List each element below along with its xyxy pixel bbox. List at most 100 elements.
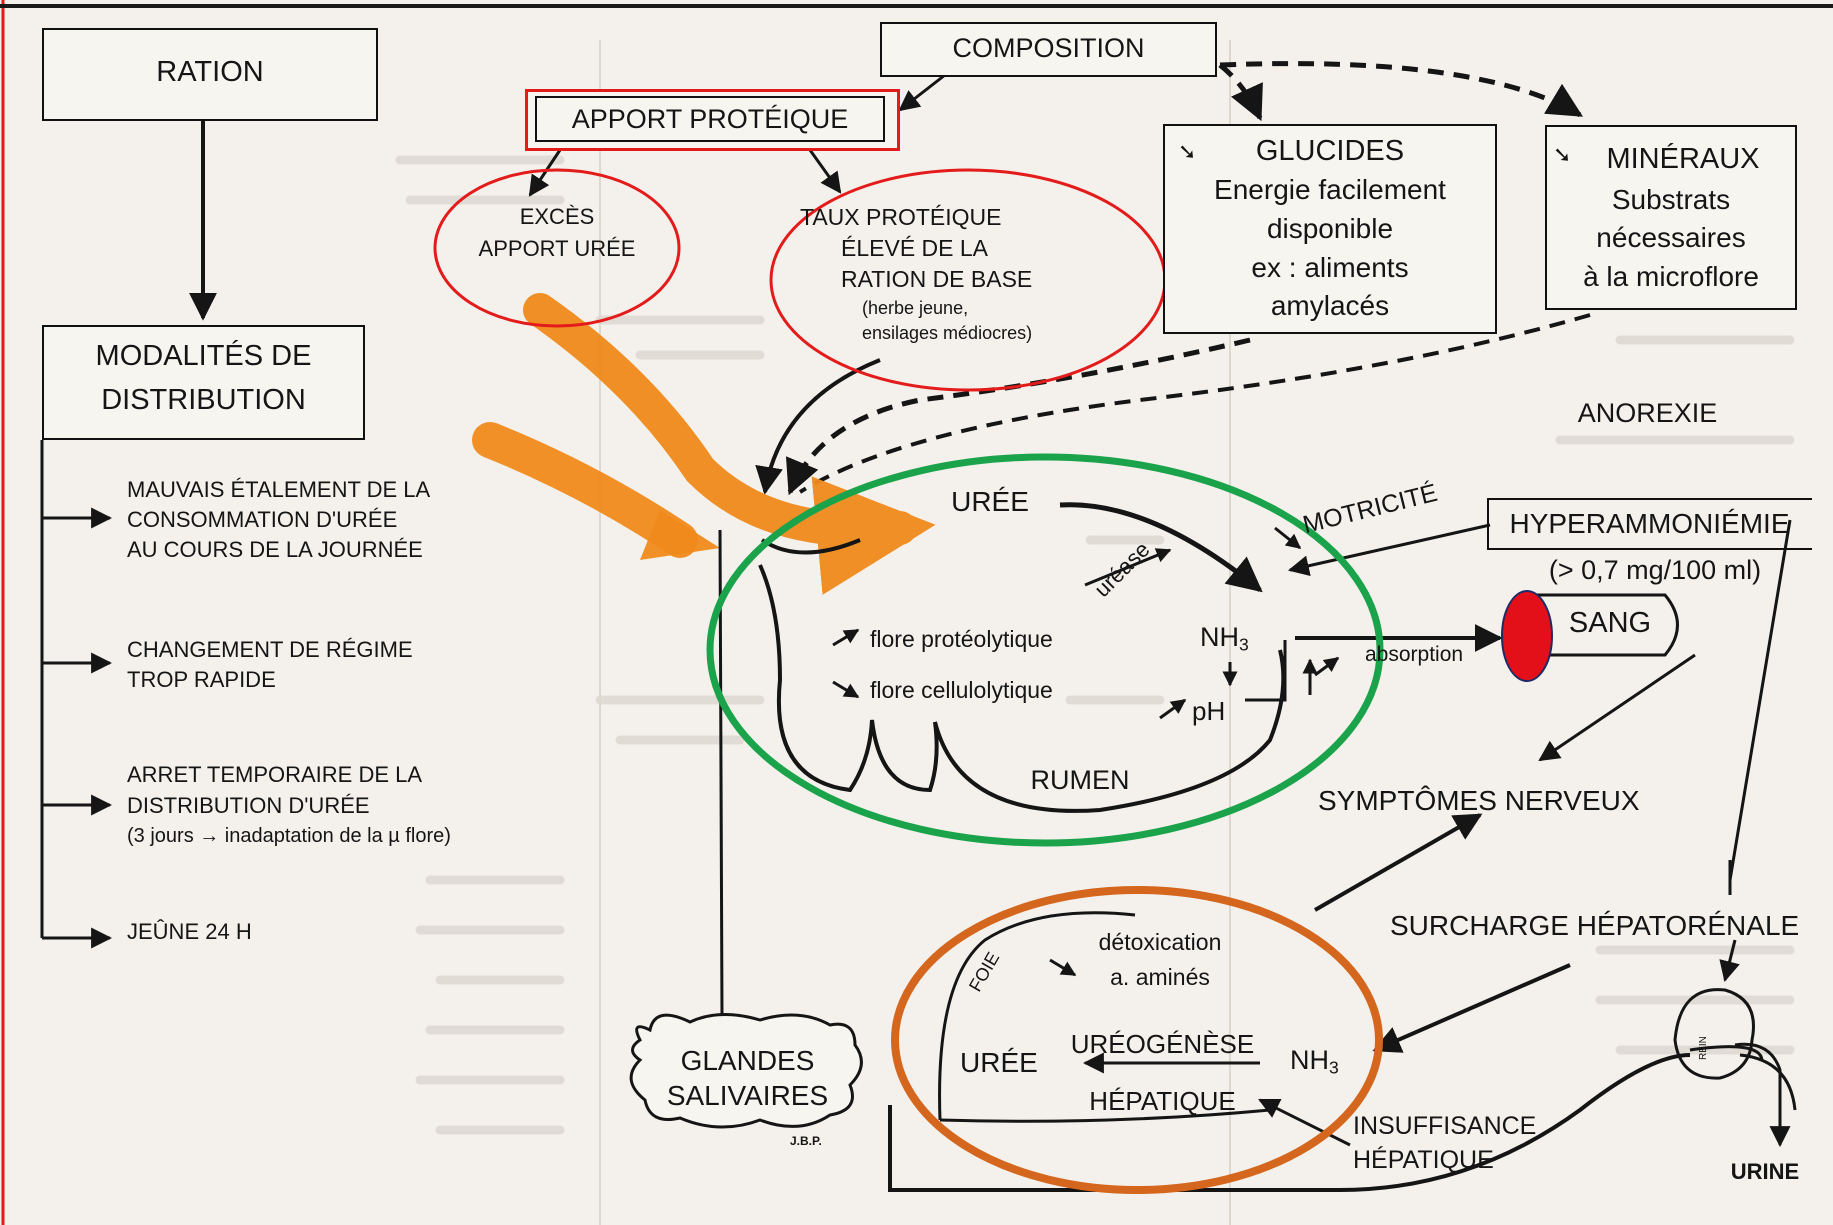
detox-line1: détoxication	[1098, 929, 1222, 955]
orange-arrow-modalites	[472, 422, 698, 558]
orange-arrow-exces	[523, 293, 936, 595]
surcharge-label: SURCHARGE HÉPATORÉNALE	[1390, 910, 1800, 941]
arrow-surcharge-rein	[1719, 939, 1740, 983]
mineraux-line1: Substrats	[1611, 184, 1731, 215]
arrow-composition-apport	[898, 73, 946, 112]
absorption-label: absorption	[1365, 643, 1464, 666]
composition-label: COMPOSITION	[952, 33, 1145, 63]
hyperammoniemie-box	[1487, 498, 1812, 550]
mineraux-box	[1545, 125, 1797, 310]
dashed-composition-glucides	[1218, 63, 1263, 122]
glucides-box	[1163, 124, 1497, 334]
flore-proteolytique-label: flore protéolytique	[870, 626, 1053, 652]
taux-label-line4: (herbe jeune,	[862, 298, 969, 318]
uree-foie-label: URÉE	[960, 1047, 1038, 1078]
highlight-rumen	[706, 453, 1384, 847]
glucides-line4: amylacés	[1270, 290, 1390, 321]
dashed-mineraux-rumen	[798, 313, 1591, 494]
nh3-foie-text: NH	[1290, 1045, 1329, 1075]
sang-pill	[1523, 593, 1679, 657]
arrow-rein-urine	[1734, 1042, 1791, 1148]
taux-label-line5: ensilages médiocres)	[862, 323, 1033, 343]
highlight-foie	[891, 886, 1383, 1194]
item1-line2: CONSOMMATION D'URÉE	[127, 507, 398, 532]
arrow-hyper-motricite	[1287, 523, 1491, 577]
glandes-cloud	[629, 1012, 863, 1129]
hyperammoniemie-label: HYPERAMMONIÉMIE	[1509, 508, 1790, 539]
arrow-taux-rumen	[755, 358, 881, 495]
nh3-rumen-text: NH	[1200, 622, 1239, 652]
arrow-urease	[1084, 548, 1172, 587]
mineraux-line3: à la microflore	[1583, 261, 1759, 292]
item3-line3: (3 jours → inadaptation de la µ flore)	[127, 825, 451, 847]
glandes-line1: GLANDES	[680, 1045, 815, 1076]
nh3-rumen-label: NH3	[1200, 622, 1249, 655]
hepatique-label: HÉPATIQUE	[1089, 1086, 1236, 1116]
nh3-foie-sub: 3	[1329, 1057, 1339, 1078]
exces-label-line1: EXCÈS	[519, 204, 595, 229]
glucides-title: GLUCIDES	[1255, 135, 1405, 167]
dashed-composition-mineraux	[1219, 61, 1584, 118]
detox-line2: a. aminés	[1110, 964, 1210, 990]
insuffisance-line2: HÉPATIQUE	[1353, 1146, 1494, 1174]
dashed-glucides-rumen	[785, 337, 1251, 496]
modalites-line1: MODALITÉS DE	[95, 340, 312, 372]
item1-line3: AU COURS DE LA JOURNÉE	[127, 537, 423, 562]
modalites-line2: DISTRIBUTION	[101, 384, 306, 416]
blood-dot	[1501, 590, 1553, 682]
hyper-value-label: (> 0,7 mg/100 ml)	[1548, 555, 1762, 585]
insuffisance-line1: INSUFFISANCE	[1353, 1112, 1537, 1140]
bottom-loop-line	[888, 1053, 1691, 1192]
item3-line2: DISTRIBUTION D'URÉE	[127, 793, 370, 818]
arrow-surcharge-foie	[1372, 963, 1571, 1053]
mineraux-title: MINÉRAUX	[1606, 143, 1760, 175]
item3-line1: ARRET TEMPORAIRE DE LA	[127, 762, 423, 787]
ration-box	[42, 28, 378, 121]
highlight-exces	[433, 168, 681, 328]
rein-label: REIN	[1698, 1036, 1709, 1060]
anorexie-label: ANOREXIE	[1577, 398, 1718, 428]
rumen-outline	[758, 564, 1286, 813]
glandes-line2: SALIVAIRES	[666, 1080, 829, 1111]
arrow-foie-symptomes	[1314, 813, 1483, 912]
glucides-arrow-icon: ➘	[1178, 139, 1197, 164]
sang-label: SANG	[1568, 607, 1652, 639]
uree-rumen-label: URÉE	[951, 486, 1029, 517]
arrow-uree-nh3	[1059, 502, 1263, 593]
exces-label-line2: APPORT URÉE	[478, 236, 636, 261]
arrow-sang-symptomes	[1538, 653, 1696, 762]
taux-label-line3: RATION DE BASE	[841, 266, 1033, 292]
arrow-insuffisance	[1258, 1098, 1351, 1147]
nh3-foie-label: NH3	[1290, 1045, 1339, 1078]
modalites-box	[42, 325, 365, 440]
mineraux-arrow-icon: ➘	[1553, 142, 1572, 167]
rumen-label: RUMEN	[1030, 765, 1130, 795]
nh3-rumen-sub: 3	[1239, 634, 1249, 655]
ph-label: pH	[1192, 696, 1226, 726]
symptomes-label: SYMPTÔMES NERVEUX	[1318, 785, 1640, 816]
mineraux-line2: nécessaires	[1596, 222, 1746, 253]
ration-label: RATION	[156, 56, 264, 88]
apport-inner-box	[535, 96, 885, 142]
item2-line2: TROP RAPIDE	[127, 667, 276, 692]
arrow-apport-exces	[528, 149, 562, 197]
taux-label-line1: TAUX PROTÉIQUE	[800, 204, 1002, 230]
ureogenese-label: URÉOGÉNÈSE	[1070, 1029, 1255, 1059]
liver-outline	[938, 911, 1136, 1121]
glucides-line1: Energie facilement	[1214, 174, 1446, 205]
flore-cellulolytique-label: flore cellulolytique	[870, 677, 1053, 703]
item1-line1: MAUVAIS ÉTALEMENT DE LA	[127, 477, 431, 502]
hyper-right-line	[1728, 519, 1792, 881]
arrow-apport-taux	[808, 149, 842, 194]
signature-label: J.B.P.	[790, 1134, 822, 1148]
taux-label-line2: ÉLEVÉ DE LA	[841, 235, 989, 261]
urine-label: URINE	[1730, 1159, 1800, 1184]
glucides-line3: ex : aliments	[1251, 252, 1409, 283]
item2-line1: CHANGEMENT DE RÉGIME	[127, 637, 413, 662]
rein-outline	[1673, 988, 1755, 1080]
composition-box	[880, 22, 1217, 77]
glucides-line2: disponible	[1266, 213, 1394, 244]
